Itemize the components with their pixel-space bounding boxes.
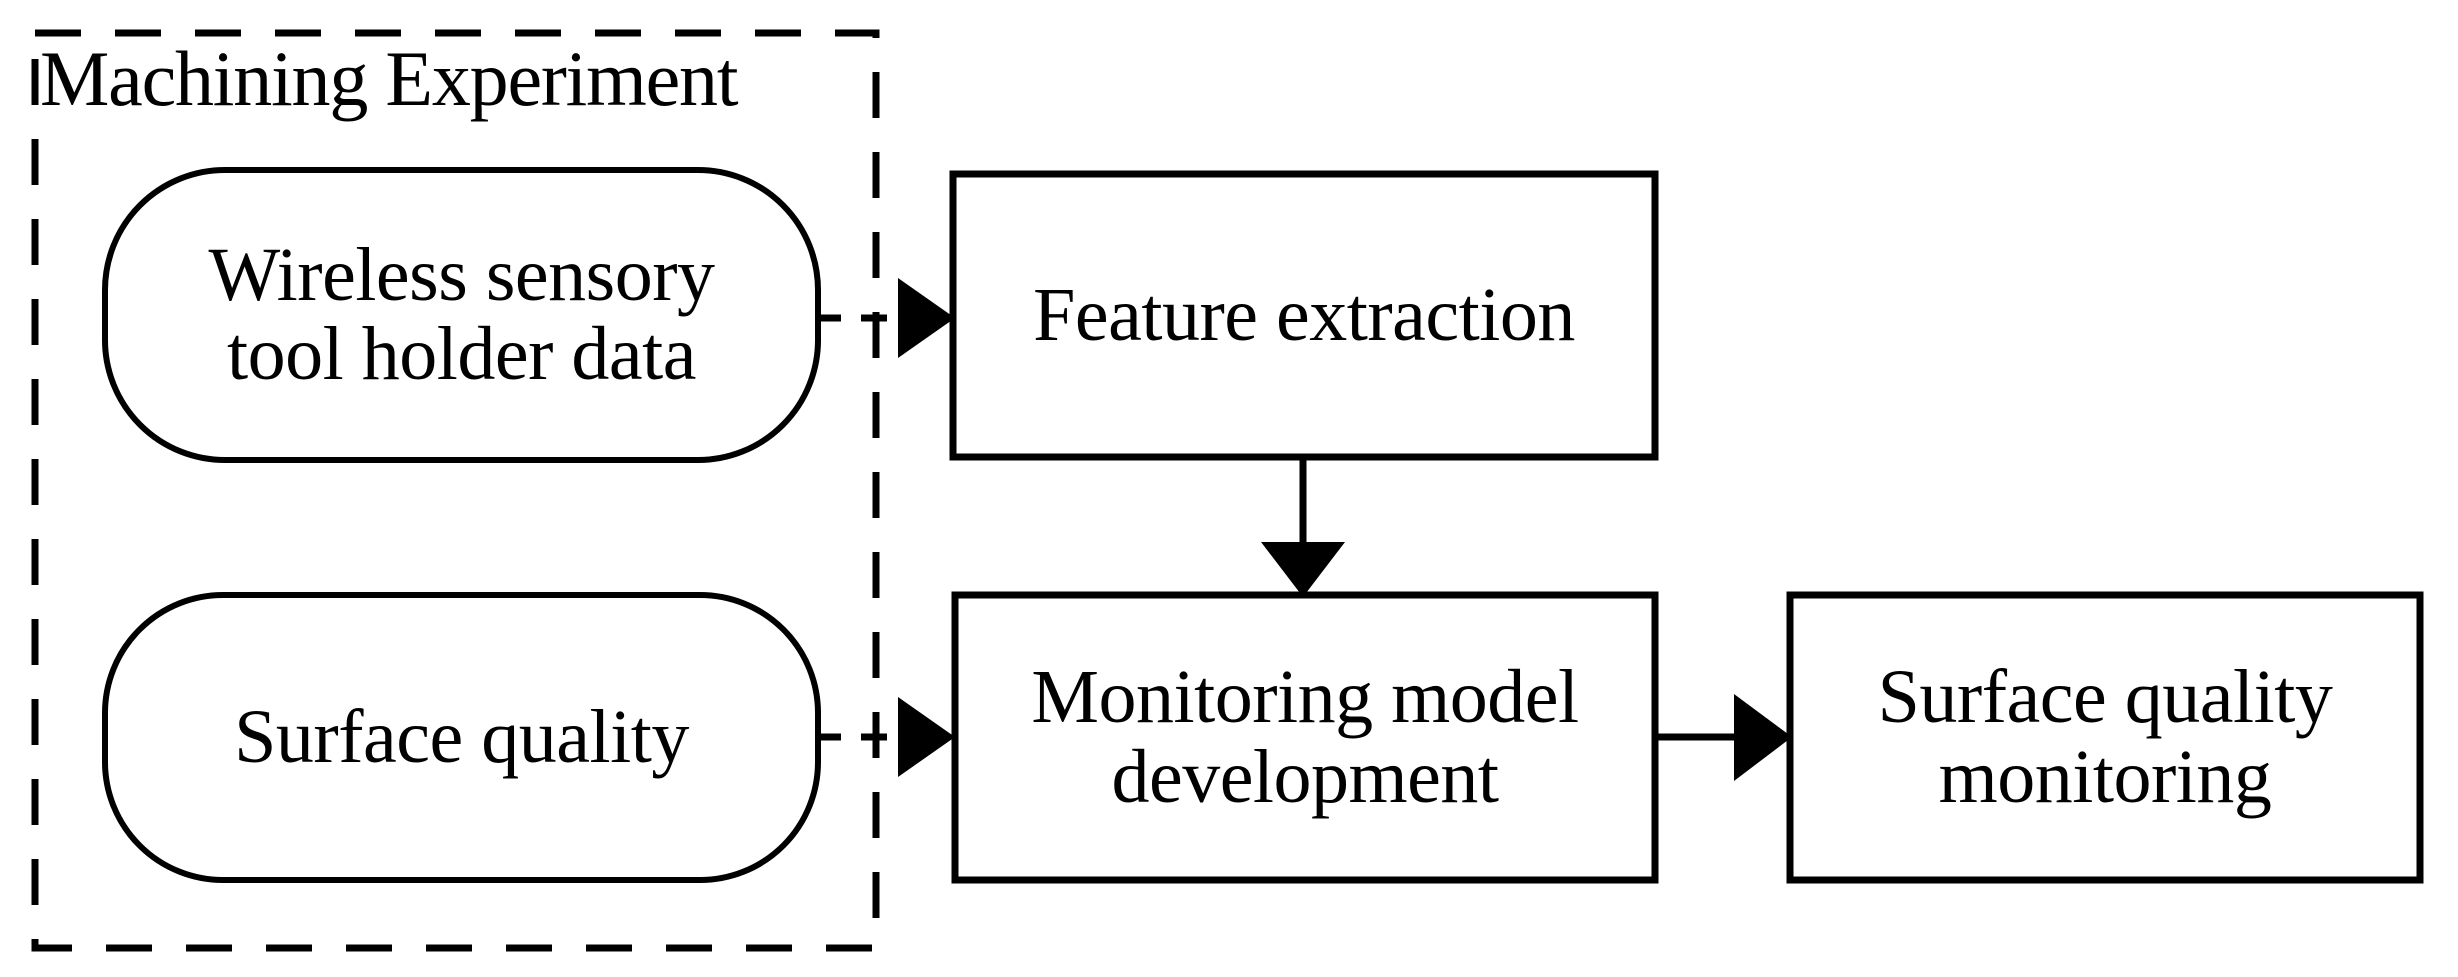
machining-experiment-group-border <box>31 29 880 952</box>
node-feature-extraction[interactable] <box>953 174 1655 457</box>
machining-experiment-group-title: Machining Experiment <box>40 35 739 122</box>
edge-surface-quality-to-monitoring-model <box>815 697 955 777</box>
edge-monitoring-model-to-surface-quality-monitoring <box>1655 694 1792 781</box>
monitoring-model-development-shape[interactable] <box>951 591 1659 884</box>
node-monitoring-model-development[interactable] <box>955 595 1655 880</box>
edge-feature-extraction-to-monitoring-model <box>1261 457 1345 597</box>
node-surface-quality[interactable] <box>105 595 818 880</box>
feature-extraction-shape[interactable] <box>949 170 1659 461</box>
surface-quality-monitoring-shape[interactable] <box>1786 591 2424 884</box>
edge-wireless-data-to-feature-extraction <box>815 278 955 358</box>
node-wireless-sensory-tool-holder-data[interactable] <box>105 170 818 460</box>
node-surface-quality-monitoring[interactable] <box>1790 595 2420 880</box>
